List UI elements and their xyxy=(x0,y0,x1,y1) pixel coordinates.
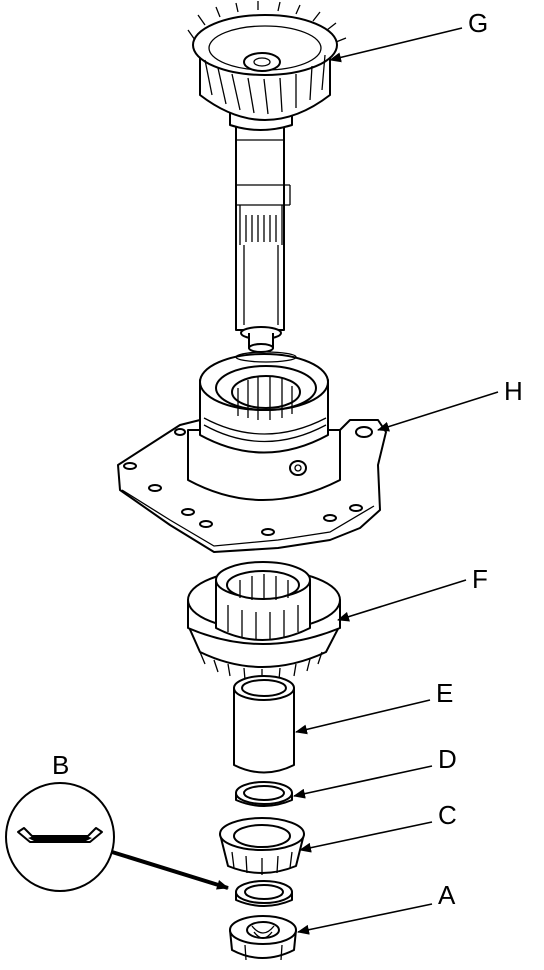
lock-nut-a xyxy=(229,915,297,961)
shaft-gear-g xyxy=(187,1,347,353)
label-c: C xyxy=(438,800,457,830)
label-a: A xyxy=(438,880,456,910)
label-f: F xyxy=(472,564,488,594)
leader-g xyxy=(329,27,463,63)
leader-e xyxy=(295,699,431,735)
label-b: B xyxy=(52,750,69,780)
bevel-gear-f xyxy=(187,561,341,681)
leader-d xyxy=(293,765,433,799)
label-g: G xyxy=(468,8,488,38)
label-e: E xyxy=(436,678,453,708)
detail-view-b xyxy=(5,782,115,892)
leader-b xyxy=(111,850,229,890)
leader-a xyxy=(297,903,433,935)
roller-bearing-c xyxy=(219,817,305,875)
leader-h xyxy=(377,391,499,432)
washer-d xyxy=(235,781,293,807)
spacer-tube-e xyxy=(233,675,295,774)
conical-washer-b xyxy=(235,880,293,907)
label-h: H xyxy=(504,376,523,406)
bearing-housing-h xyxy=(117,351,387,553)
label-d: D xyxy=(438,744,457,774)
leader-c xyxy=(299,821,433,853)
leader-f xyxy=(337,579,467,622)
